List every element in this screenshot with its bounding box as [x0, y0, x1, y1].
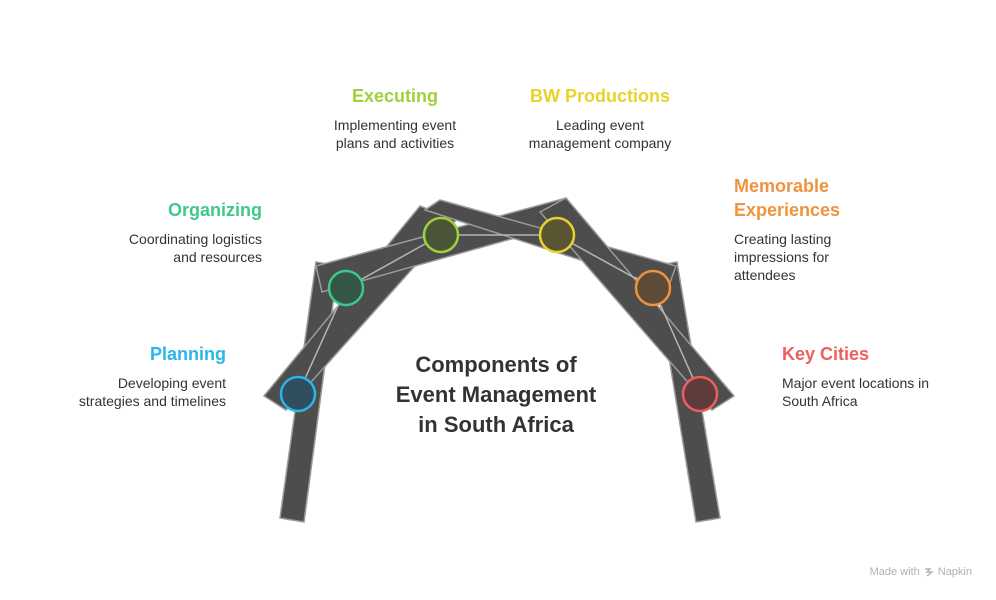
memorable-experiences-description: Creating lasting impressions for attende… [734, 231, 832, 283]
memorable-experiences-block: Memorable Experiences Creating lasting i… [734, 174, 934, 284]
executing-block: Executing Implementing event plans and a… [305, 84, 485, 152]
node-planning [279, 375, 317, 413]
node-memorable [634, 269, 672, 307]
node-key-cities [681, 375, 719, 413]
made-with-label: Made with [869, 566, 920, 578]
memorable-experiences-title: Memorable Experiences [734, 176, 841, 220]
key-cities-description: Major event locations in South Africa [782, 375, 930, 409]
planning-title: Planning [150, 344, 226, 364]
key-cities-block: Key Cities Major event locations in Sout… [782, 342, 972, 410]
bw-productions-title: BW Productions [530, 86, 670, 106]
node-organizing [327, 269, 365, 307]
organizing-description: Coordinating logistics and resources [128, 231, 262, 265]
executing-description: Implementing event plans and activities [333, 117, 457, 151]
organizing-title: Organizing [168, 200, 262, 220]
organizing-block: Organizing Coordinating logistics and re… [80, 198, 262, 266]
planning-block: Planning Developing event strategies and… [40, 342, 226, 410]
bw-productions-description: Leading event management company [528, 117, 672, 151]
key-cities-title: Key Cities [782, 344, 870, 364]
made-with-napkin-watermark: Made with Napkin [870, 566, 972, 578]
planning-description: Developing event strategies and timeline… [78, 375, 226, 409]
nodes [279, 216, 719, 413]
executing-title: Executing [351, 86, 439, 106]
napkin-brand-label: Napkin [937, 566, 972, 578]
node-executing [422, 216, 460, 254]
bw-productions-block: BW Productions Leading event management … [505, 84, 695, 152]
beam-right-arm [538, 197, 736, 411]
diagram-title: Components of Event Management in South … [395, 352, 597, 437]
napkin-logo-icon [924, 568, 934, 577]
node-bw-productions [538, 216, 576, 254]
